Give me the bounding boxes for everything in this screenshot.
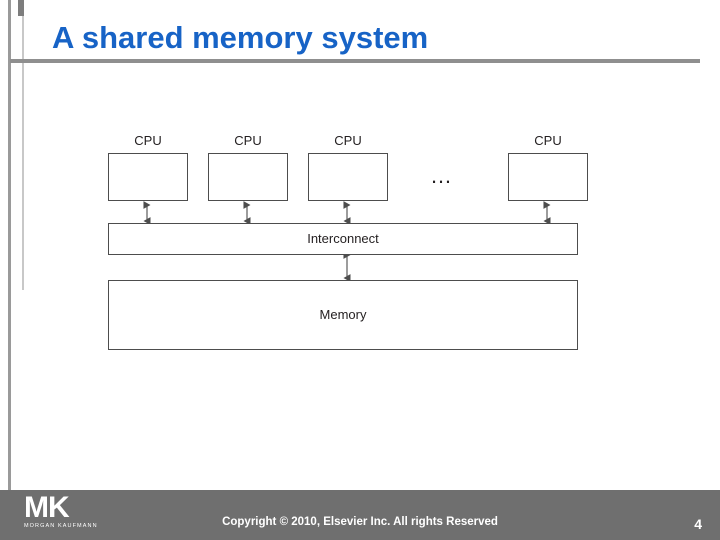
title-divider	[10, 59, 700, 63]
interconnect-box: Interconnect	[108, 223, 578, 255]
page-title: A shared memory system	[52, 20, 429, 55]
cpu-label: CPU	[134, 133, 162, 148]
footer-band: MK MORGAN KAUFMANN Copyright © 2010, Els…	[0, 490, 720, 540]
interconnect-label: Interconnect	[307, 231, 379, 246]
page-number: 4	[694, 516, 702, 532]
left-rail-top-block	[18, 0, 24, 16]
copyright-notice: Copyright © 2010, Elsevier Inc. All righ…	[222, 516, 498, 528]
publisher-logo: MK MORGAN KAUFMANN	[24, 493, 120, 537]
left-rail-inner	[22, 0, 24, 290]
ellipsis-label: …	[430, 163, 454, 188]
memory-box: Memory	[108, 280, 578, 350]
cpu-box	[208, 153, 288, 201]
cpu-label: CPU	[234, 133, 262, 148]
cpu-box	[308, 153, 388, 201]
left-rail-outer	[8, 0, 11, 540]
shared-memory-diagram: CPU CPU CPU … CPU Interconnect Memory	[100, 115, 600, 365]
cpu-label: CPU	[334, 133, 362, 148]
logo-subtitle: MORGAN KAUFMANN	[24, 523, 98, 529]
memory-label: Memory	[319, 307, 367, 322]
cpu-box	[508, 153, 588, 201]
cpu-label: CPU	[534, 133, 562, 148]
logo-mark: MK	[24, 491, 70, 524]
cpu-box	[108, 153, 188, 201]
